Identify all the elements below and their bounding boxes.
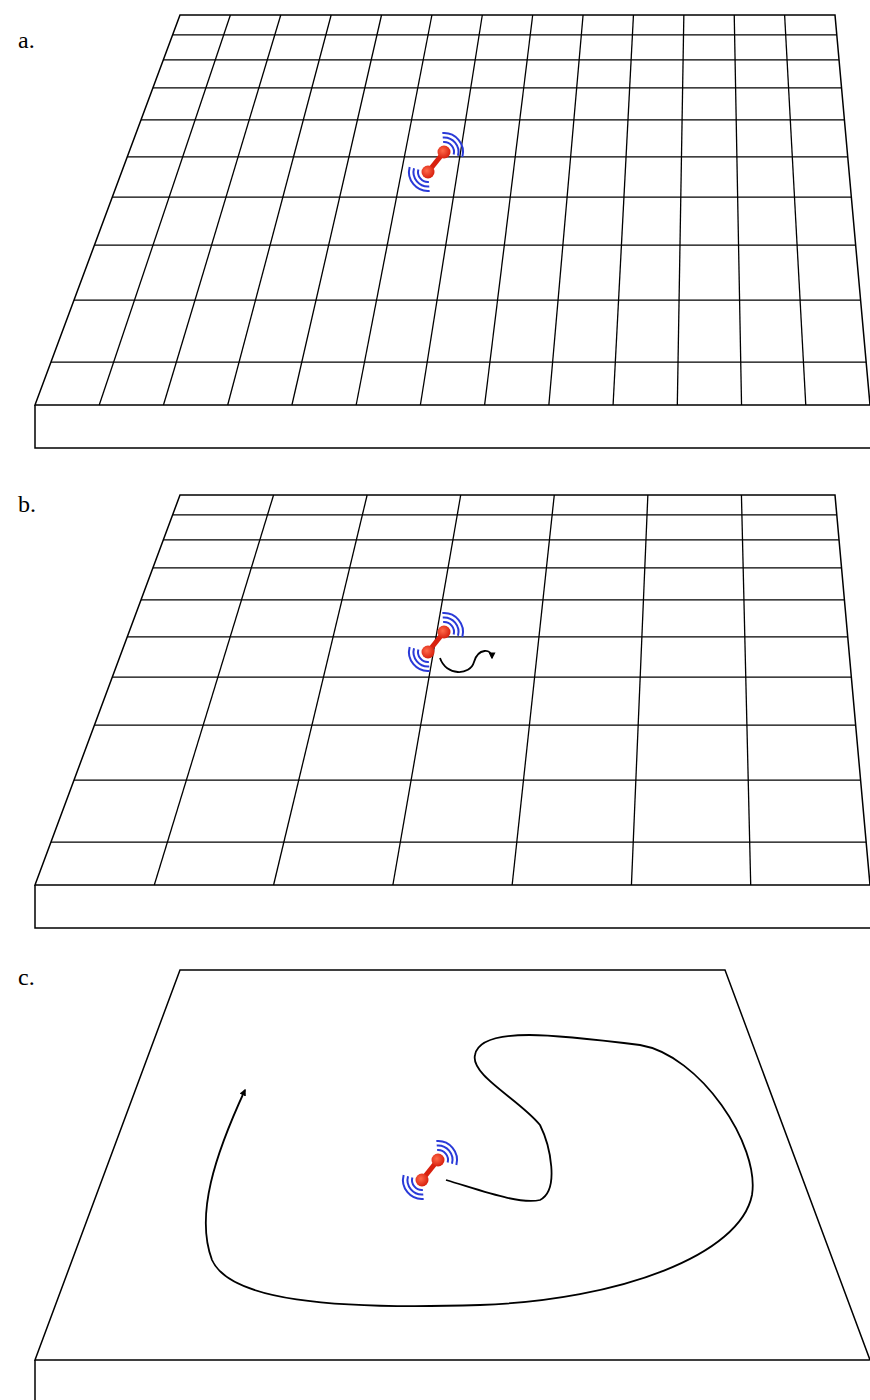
surface-plane: [35, 15, 870, 405]
diffusion-path: [206, 1035, 753, 1306]
surface-panel: [35, 15, 870, 448]
substrate-slab: [35, 405, 870, 448]
panel-label: c.: [18, 965, 35, 989]
atom: [438, 626, 451, 639]
surface-plane: [35, 495, 870, 885]
panel-label: a.: [18, 28, 35, 52]
atom: [416, 1174, 429, 1187]
molecule: [403, 1141, 457, 1199]
hop-arrow: [440, 651, 492, 672]
atom: [438, 146, 451, 159]
surface-panel: [35, 970, 870, 1400]
surface-plane: [35, 970, 870, 1360]
lattice-grid: [51, 495, 866, 885]
substrate-slab: [35, 885, 870, 928]
atom: [422, 166, 435, 179]
substrate-slab: [34, 1360, 36, 1400]
panel-label: b.: [18, 492, 36, 516]
atom: [432, 1154, 445, 1167]
molecule: [409, 613, 463, 671]
atom: [422, 646, 435, 659]
lattice-grid: [51, 15, 866, 405]
molecule: [409, 133, 463, 191]
surface-panel: [35, 495, 870, 928]
